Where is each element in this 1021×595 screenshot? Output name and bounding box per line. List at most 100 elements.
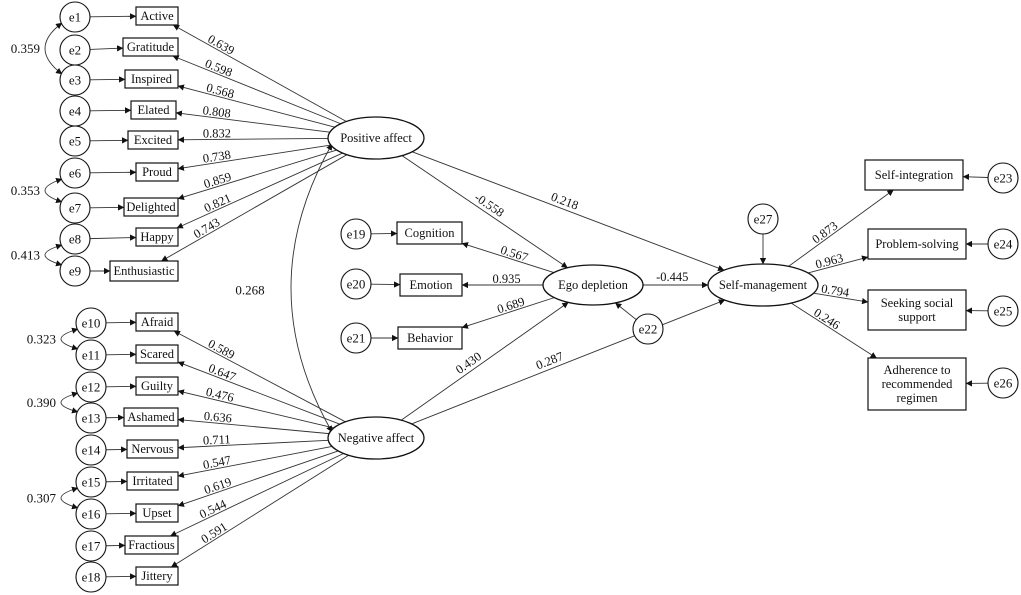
latent-label-ego: Ego depletion — [558, 278, 629, 292]
indicator-elated: Elated — [130, 100, 177, 120]
latent-ego: Ego depletion — [542, 264, 644, 306]
error-label-e11: e11 — [82, 348, 100, 363]
covariance-label-e10-e11: 0.323 — [27, 332, 56, 347]
loading-label-cognition: 0.567 — [499, 243, 530, 265]
error-label-e4: e4 — [69, 104, 82, 119]
error-label-e13: e13 — [82, 411, 101, 426]
error-e2: e2 — [59, 34, 91, 66]
error-e14: e14 — [75, 434, 107, 466]
loading-na-irritated — [177, 446, 333, 479]
loading-na-fractious — [170, 453, 344, 537]
error-label-e14: e14 — [82, 443, 101, 458]
indicator-afraid: Afraid — [135, 312, 179, 332]
error-e19: e19 — [340, 218, 372, 250]
loading-pa-happy — [176, 152, 343, 229]
indicator-fractious: Fractious — [124, 535, 179, 555]
indicator-scared: Scared — [135, 344, 179, 364]
error-e27: e27 — [747, 203, 779, 235]
indicator-label-emotion: Emotion — [409, 278, 453, 292]
indicator-proud: Proud — [135, 162, 179, 182]
indicator-label-cognition: Cognition — [404, 226, 455, 240]
indicator-nervous: Nervous — [126, 439, 179, 459]
indicator-label-gratitude: Gratitude — [127, 40, 175, 54]
loading-label-gratitude: 0.598 — [203, 56, 234, 80]
indicator-label-inspired: Inspired — [131, 72, 173, 86]
indicator-label-ashamed: Ashamed — [127, 410, 175, 424]
covariance-label-e1-e3: 0.359 — [11, 41, 40, 56]
covariance-e15-e16 — [60, 486, 79, 510]
indicator-inspired: Inspired — [124, 69, 179, 89]
error-e13: e13 — [75, 402, 107, 434]
error-e6: e6 — [59, 157, 91, 189]
loading-label-delighted: 0.859 — [202, 170, 233, 192]
error-e8: e8 — [59, 223, 91, 255]
loading-label-active: 0.639 — [205, 32, 236, 58]
indicator-probsolv: Problem-solving — [867, 228, 967, 260]
indicator-happy: Happy — [135, 227, 179, 247]
indicator-label-guilty: Guilty — [141, 379, 174, 393]
path-label-pa-ego: -0.558 — [472, 190, 507, 220]
indicator-label-afraid: Afraid — [141, 315, 174, 329]
indicator-gratitude: Gratitude — [122, 37, 179, 57]
loading-label-adherence: 0.246 — [811, 305, 842, 332]
loading-pa-elated — [175, 110, 330, 133]
loading-ego-behavior — [461, 297, 555, 329]
loading-na-upset — [177, 450, 339, 507]
error-label-e3: e3 — [69, 73, 81, 88]
indicator-label-scared: Scared — [140, 347, 175, 361]
loading-pa-gratitude — [172, 55, 341, 125]
loading-label-emotion: 0.935 — [492, 272, 520, 286]
latent-label-sm: Self-management — [719, 278, 808, 292]
indicator-label-probsolv: Problem-solving — [875, 237, 959, 251]
latent-pa: Positive affect — [327, 116, 425, 160]
loading-label-guilty: 0.476 — [205, 385, 236, 405]
error-label-e9: e9 — [69, 264, 81, 279]
error-e10: e10 — [75, 307, 107, 339]
loading-label-irritated: 0.547 — [202, 453, 232, 472]
path-na-ego — [401, 302, 569, 421]
error-label-e27: e27 — [754, 212, 773, 227]
error-e24: e24 — [987, 228, 1019, 260]
error-label-e19: e19 — [347, 227, 366, 242]
latent-sm: Self-management — [707, 263, 819, 307]
error-e22: e22 — [632, 313, 664, 345]
path-pa-sm — [412, 151, 725, 272]
error-e9: e9 — [59, 255, 91, 287]
indicator-label-upset: Upset — [142, 506, 172, 520]
loading-sm-seeking — [813, 292, 869, 305]
error-e17: e17 — [75, 530, 107, 562]
loading-na-afraid — [173, 330, 346, 423]
error-label-e23: e23 — [994, 171, 1013, 186]
loading-pa-proud — [177, 144, 331, 171]
indicator-label-excited: Excited — [134, 133, 173, 147]
indicator-label-behavior: Behavior — [407, 331, 454, 345]
loading-label-selfint: 0.873 — [809, 219, 840, 247]
loading-pa-excited — [177, 136, 329, 143]
loading-pa-delighted — [177, 149, 337, 200]
error-e18: e18 — [75, 561, 107, 593]
loading-pa-inspired — [177, 84, 335, 128]
covariance-label-e15-e16: 0.307 — [27, 491, 57, 506]
error-label-e12: e12 — [82, 380, 101, 395]
error-e16: e16 — [75, 498, 107, 530]
indicator-active: Active — [135, 6, 179, 26]
error-label-e17: e17 — [82, 539, 101, 554]
loading-label-jittery: 0.591 — [199, 519, 230, 546]
indicator-label-happy: Happy — [140, 230, 174, 244]
indicator-label-selfint: Self-integration — [875, 168, 954, 182]
error-label-e10: e10 — [82, 316, 101, 331]
indicator-behavior: Behavior — [397, 326, 463, 350]
error-e1: e1 — [59, 1, 91, 33]
error-e15: e15 — [75, 466, 107, 498]
loading-label-nervous: 0.711 — [203, 432, 231, 447]
latent-label-pa: Positive affect — [340, 131, 412, 145]
error-e21: e21 — [340, 322, 372, 354]
loading-label-excited: 0.832 — [203, 126, 231, 140]
indicator-label-elated: Elated — [138, 103, 171, 117]
indicator-label-proud: Proud — [142, 165, 173, 179]
loading-pa-active — [172, 24, 347, 122]
arrow-e6-proud — [89, 169, 137, 176]
